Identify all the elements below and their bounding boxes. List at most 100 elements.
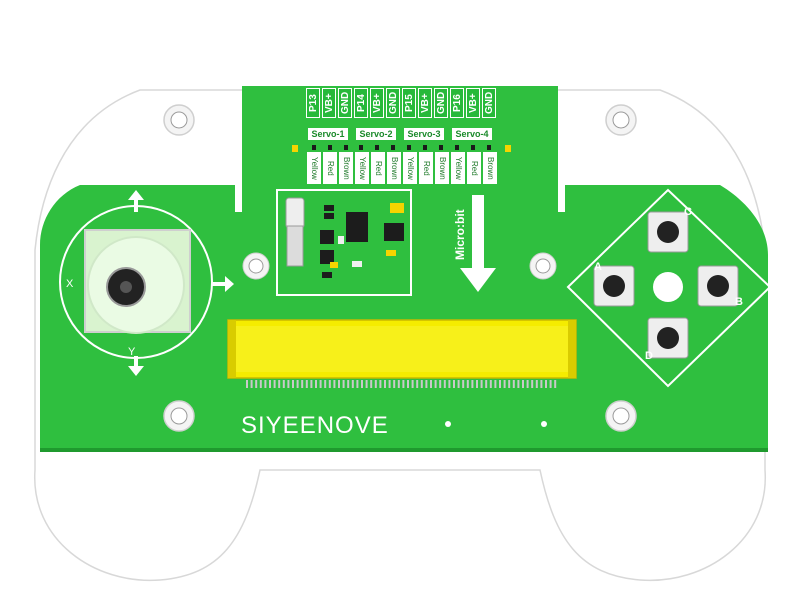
connector-pin	[310, 380, 313, 388]
pin-label: VB+	[322, 88, 336, 118]
connector-pin	[549, 380, 552, 388]
insert-arrow-icon	[460, 195, 496, 292]
pin-label: GND	[434, 88, 448, 118]
wire-label: Yellow	[403, 152, 417, 184]
connector-pin	[269, 380, 271, 388]
brand-logo-text: SIYEENOVE	[241, 412, 389, 439]
connector-pin	[319, 380, 322, 388]
connector-pin	[485, 380, 488, 388]
connector-pin	[420, 380, 423, 388]
mounting-hole-mid-right	[529, 252, 557, 280]
connector-pin	[333, 380, 336, 388]
driver-components	[285, 197, 404, 278]
connector-pin	[338, 380, 340, 388]
mounting-hole-bottom-right	[605, 400, 637, 432]
connector-pin	[503, 380, 506, 388]
connector-pin	[264, 380, 267, 388]
driver-module-outline	[276, 189, 412, 296]
connector-pin	[434, 380, 437, 388]
connector-pin	[453, 380, 455, 388]
connector-pin	[443, 380, 446, 388]
wire-label: Brown	[339, 152, 353, 184]
wire-label: Yellow	[355, 152, 369, 184]
connector-pin	[351, 380, 354, 388]
connector-pin	[356, 380, 359, 388]
connector-pin	[508, 380, 511, 388]
connector-pin	[328, 380, 331, 388]
mounting-hole-mid-left	[242, 252, 270, 280]
connector-pin	[370, 380, 373, 388]
mounting-hole-top-right	[605, 104, 637, 136]
servo-header-pins	[292, 145, 511, 152]
connector-pin	[379, 380, 382, 388]
servo-label: Servo-3	[404, 128, 444, 140]
pin-label: P13	[306, 88, 320, 118]
wire-label: Red	[419, 152, 433, 184]
pin-label: GND	[386, 88, 400, 118]
connector-pin	[540, 380, 543, 388]
connector-pin	[278, 380, 281, 388]
connector-pin	[512, 380, 515, 388]
connector-pin	[535, 380, 538, 388]
connector-pin	[457, 380, 460, 388]
servo-label: Servo-1	[308, 128, 348, 140]
wire-label: Brown	[483, 152, 497, 184]
servo-label: Servo-2	[356, 128, 396, 140]
joystick	[59, 190, 234, 376]
connector-pin	[531, 380, 534, 388]
connector-pin	[365, 380, 368, 388]
connector-pin	[397, 380, 400, 388]
connector-pin	[439, 380, 442, 388]
connector-pin	[448, 380, 451, 388]
connector-pin	[522, 380, 524, 388]
servo-label: Servo-4	[452, 128, 492, 140]
connector-pin	[388, 380, 391, 388]
connector-pin	[384, 380, 386, 388]
connector-pin	[545, 380, 547, 388]
connector-pin	[374, 380, 377, 388]
connector-pin	[494, 380, 497, 388]
connector-pin	[430, 380, 432, 388]
connector-pin	[342, 380, 345, 388]
pcb	[40, 86, 768, 450]
connector-pin	[517, 380, 520, 388]
connector-pin	[471, 380, 474, 388]
mounting-hole-bottom-left	[163, 400, 195, 432]
connector-pin	[347, 380, 350, 388]
pin-label: P16	[450, 88, 464, 118]
wire-label: Brown	[435, 152, 449, 184]
wire-label: Yellow	[451, 152, 465, 184]
pin-label: P14	[354, 88, 368, 118]
connector-pin	[499, 380, 501, 388]
button-c[interactable]	[647, 211, 689, 253]
connector-pin	[305, 380, 308, 388]
connector-pin	[425, 380, 428, 388]
connector-pin	[250, 380, 253, 388]
connector-pin	[287, 380, 290, 388]
connector-pin	[402, 380, 405, 388]
connector-pin	[296, 380, 299, 388]
connector-pin	[407, 380, 409, 388]
connector-pin	[526, 380, 529, 388]
connector-pin	[282, 380, 285, 388]
connector-pin	[489, 380, 492, 388]
connector-pin	[554, 380, 557, 388]
connector-pin	[411, 380, 414, 388]
button-a-label: A	[594, 261, 602, 273]
connector-pin	[466, 380, 469, 388]
button-b[interactable]	[697, 265, 739, 307]
button-pad	[566, 188, 772, 388]
button-a[interactable]	[593, 265, 635, 307]
connector-pin	[255, 380, 258, 388]
connector-pin	[292, 380, 294, 388]
pin-label: GND	[482, 88, 496, 118]
connector-pin	[324, 380, 327, 388]
button-d[interactable]	[647, 317, 689, 359]
connector-pin	[416, 380, 419, 388]
wire-label: Red	[371, 152, 385, 184]
button-c-label: C	[684, 206, 692, 218]
connector-pin	[259, 380, 262, 388]
connector-pin	[361, 380, 363, 388]
connector-pin	[393, 380, 396, 388]
